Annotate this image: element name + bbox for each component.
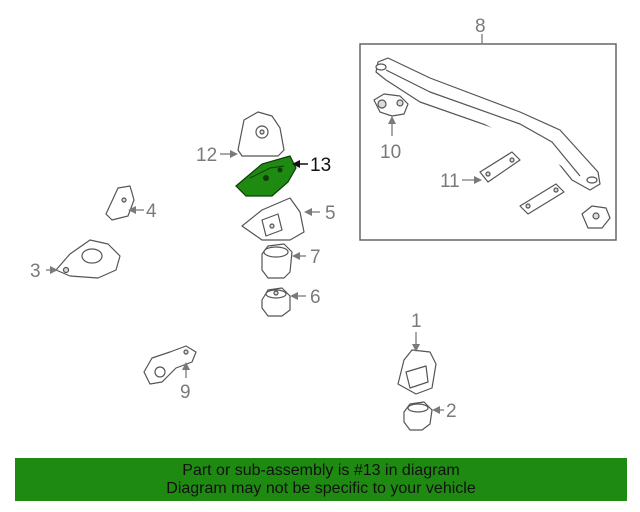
banner-line-1: Part or sub-assembly is #13 in diagram	[182, 462, 460, 479]
part-6-insulator[interactable]	[261, 287, 291, 317]
callout-9[interactable]: 9	[180, 382, 191, 403]
part-11-bracket[interactable]	[479, 151, 611, 229]
part-13-bracket[interactable]	[235, 155, 297, 197]
part-7-insulator[interactable]	[261, 243, 293, 279]
callout-11[interactable]: 11	[440, 171, 460, 192]
info-banner: Part or sub-assembly is #13 in diagram D…	[15, 458, 627, 501]
callout-5[interactable]: 5	[325, 203, 336, 224]
callout-7[interactable]: 7	[310, 247, 321, 268]
part-4-bracket[interactable]	[105, 185, 135, 221]
callout-1[interactable]: 1	[411, 311, 422, 332]
part-3-mount[interactable]	[55, 239, 121, 279]
callout-10[interactable]: 10	[380, 142, 401, 163]
callout-13[interactable]: 13	[310, 155, 331, 176]
callout-6[interactable]: 6	[310, 287, 321, 308]
part-10-mount[interactable]	[373, 93, 409, 117]
part-8-crossmember[interactable]	[375, 57, 601, 191]
callout-2[interactable]: 2	[446, 401, 457, 422]
inset-box	[359, 43, 617, 241]
callout-3[interactable]: 3	[30, 261, 41, 282]
part-2-insulator[interactable]	[403, 401, 433, 431]
part-12-mount[interactable]	[237, 111, 285, 157]
callout-4[interactable]: 4	[146, 201, 157, 222]
part-5-bracket[interactable]	[241, 197, 305, 241]
callout-12[interactable]: 12	[196, 145, 217, 166]
part-1-bracket[interactable]	[397, 349, 437, 395]
part-9-mount[interactable]	[143, 345, 197, 385]
banner-line-2: Diagram may not be specific to your vehi…	[166, 480, 476, 497]
callout-8[interactable]: 8	[475, 16, 486, 37]
